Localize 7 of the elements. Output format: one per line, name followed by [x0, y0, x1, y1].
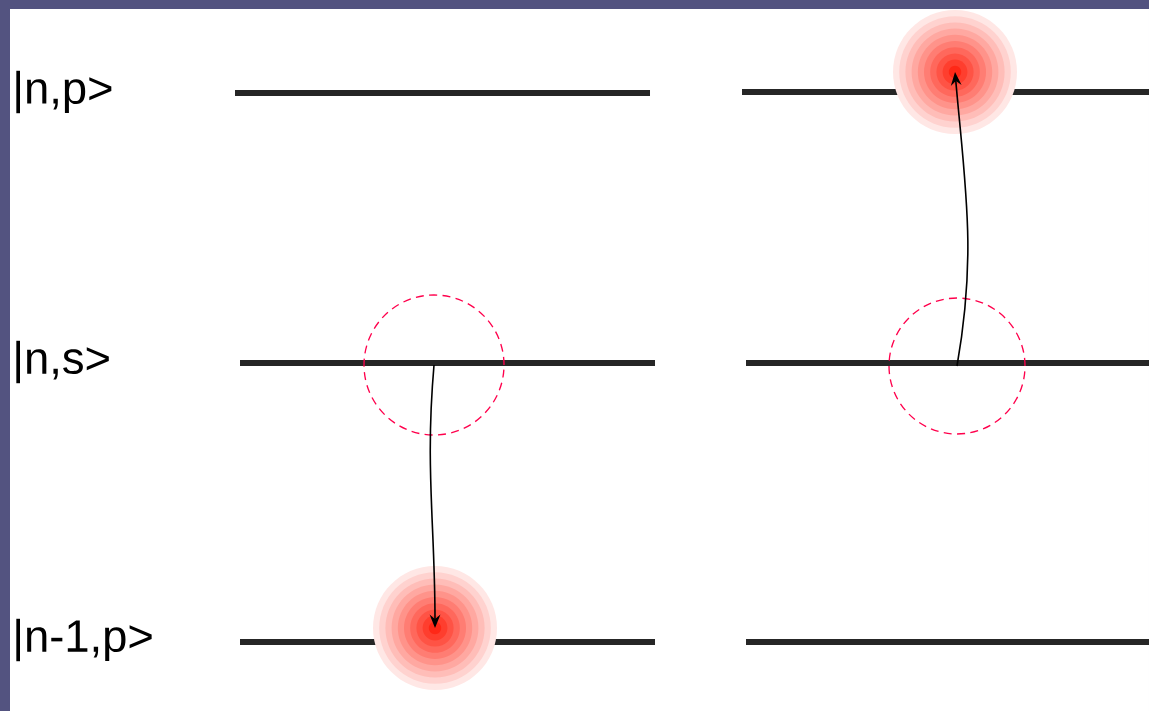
hole-circle [363, 294, 505, 436]
hole-circle [888, 297, 1026, 435]
electron-blob [373, 566, 497, 690]
state-label: |n,s> [16, 340, 109, 384]
state-label: |n-1,p> [16, 618, 152, 662]
state-label: |n,p> [16, 70, 112, 114]
electron-blob [893, 10, 1017, 134]
